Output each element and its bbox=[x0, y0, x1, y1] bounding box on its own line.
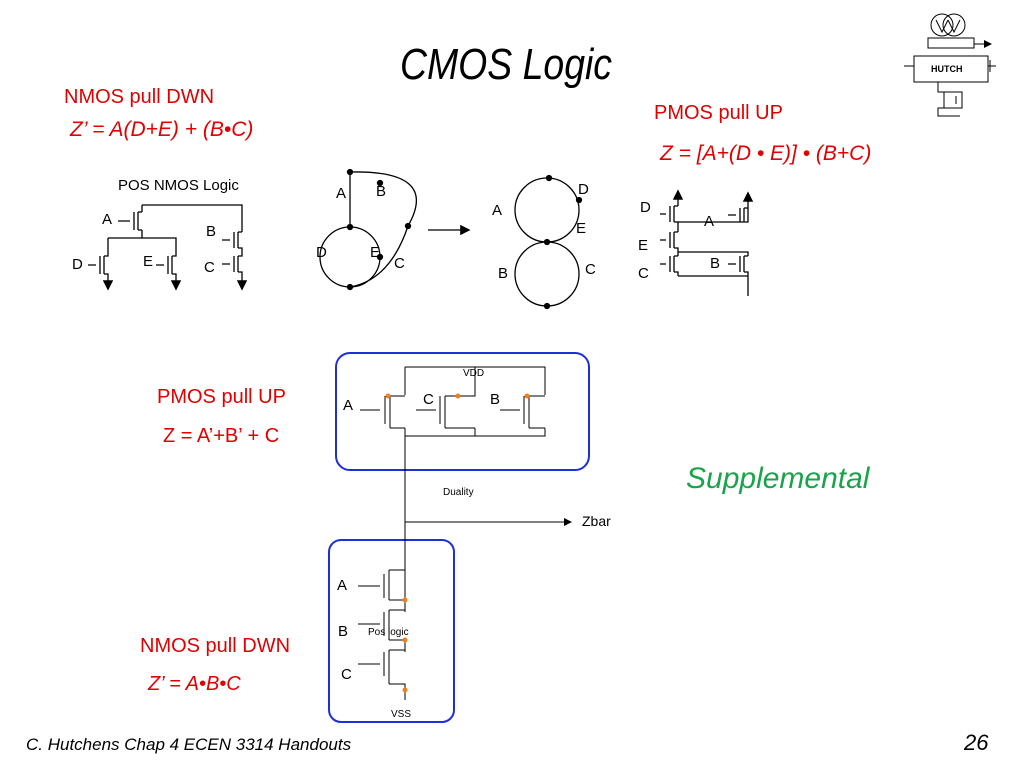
pos-label-b: B bbox=[206, 223, 216, 240]
pos-nmos-schematic: POS NMOS Logic bbox=[88, 177, 248, 291]
graph-2 bbox=[514, 174, 583, 310]
g2-label-b: B bbox=[498, 265, 508, 282]
g2-label-e: E bbox=[576, 220, 586, 237]
pmos-label-a: A bbox=[704, 213, 714, 230]
g1-label-b: B bbox=[376, 183, 386, 200]
g1-label-d: D bbox=[316, 244, 327, 261]
mid-pmos-label-a: A bbox=[343, 397, 353, 414]
g1-label-c: C bbox=[394, 255, 405, 272]
nmos-pull-down-formula: Z’ = A(D+E) + (B•C) bbox=[70, 118, 254, 141]
zbar-label: Zbar bbox=[582, 513, 611, 529]
node-dot bbox=[402, 597, 408, 603]
pos-label-c: C bbox=[204, 259, 215, 276]
pmos-label-c: C bbox=[638, 265, 649, 282]
pmos-label-e: E bbox=[638, 237, 648, 254]
graph-1 bbox=[319, 168, 471, 291]
pos-label-a: A bbox=[102, 211, 112, 228]
pmos-label-d: D bbox=[640, 199, 651, 216]
vdd-label: VDD bbox=[463, 368, 484, 379]
pmos-pull-up-heading: PMOS pull UP bbox=[654, 102, 783, 124]
node-dot bbox=[455, 393, 461, 399]
pos-label-d: D bbox=[72, 256, 83, 273]
hutch-logo bbox=[904, 13, 996, 117]
mid-pmos-label-c: C bbox=[423, 391, 434, 408]
vss-label: VSS bbox=[391, 709, 411, 720]
mid-pmos-label-b: B bbox=[490, 391, 500, 408]
slide-title: CMOS Logic bbox=[400, 40, 613, 89]
pos-label-e: E bbox=[143, 253, 153, 270]
pmos-box bbox=[335, 352, 590, 471]
g1-label-e: E bbox=[370, 244, 380, 261]
g2-label-a: A bbox=[492, 202, 502, 219]
mid-nmos-label-c: C bbox=[341, 666, 352, 683]
mid-nmos-label-b: B bbox=[338, 623, 348, 640]
mid-nmos-formula: Z’ = A•B•C bbox=[148, 673, 241, 695]
nmos-pull-down-heading: NMOS pull DWN bbox=[64, 86, 215, 108]
footer-text: C. Hutchens Chap 4 ECEN 3314 Handouts bbox=[26, 735, 352, 754]
mid-pmos-heading: PMOS pull UP bbox=[157, 386, 286, 408]
g2-label-d: D bbox=[578, 181, 589, 198]
page-number: 26 bbox=[964, 730, 989, 755]
mid-nmos-label-a: A bbox=[337, 577, 347, 594]
g1-label-a: A bbox=[336, 185, 346, 202]
pos-nmos-title: POS NMOS Logic bbox=[118, 177, 239, 194]
supplemental-label: Supplemental bbox=[686, 462, 870, 495]
g2-label-c: C bbox=[585, 261, 596, 278]
mid-nmos-heading: NMOS pull DWN bbox=[140, 635, 291, 657]
pos-logic-label: Pos logic bbox=[368, 627, 409, 638]
pmos-network bbox=[660, 189, 754, 296]
node-dot bbox=[402, 687, 408, 693]
node-dot bbox=[402, 637, 408, 643]
pmos-label-b: B bbox=[710, 255, 720, 272]
node-dot bbox=[385, 393, 391, 399]
node-dot bbox=[524, 393, 530, 399]
logo-text: HUTCH bbox=[931, 64, 963, 74]
pmos-pull-up-formula: Z = [A+(D • E)] • (B+C) bbox=[660, 142, 872, 165]
duality-label: Duality bbox=[443, 487, 474, 498]
mid-schematic bbox=[358, 366, 572, 700]
nmos-box bbox=[328, 539, 455, 723]
mid-pmos-formula: Z = A’+B’ + C bbox=[163, 425, 280, 447]
